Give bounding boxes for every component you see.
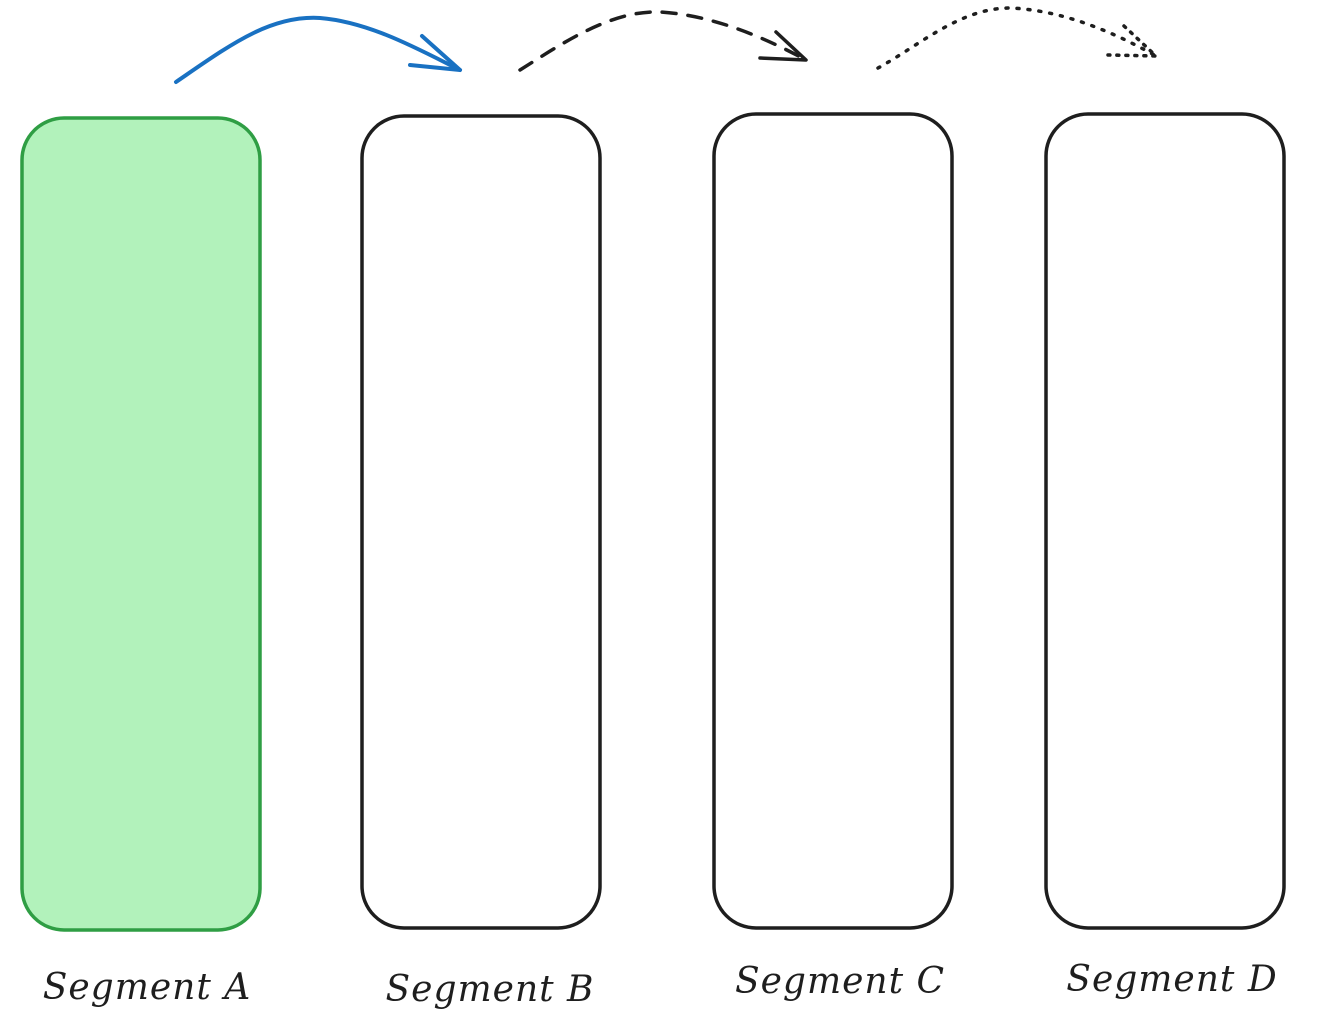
arrow-a-to-b[interactable] xyxy=(174,15,462,84)
segment-c-label: Segment C xyxy=(735,961,945,1002)
segment-a-label: Segment A xyxy=(43,967,252,1008)
segment-c-box[interactable] xyxy=(712,112,954,930)
segment-d-label: Segment D xyxy=(1066,959,1277,1000)
segment-a-box[interactable] xyxy=(20,116,262,932)
arrow-b-to-c[interactable] xyxy=(518,10,808,72)
segment-b-box[interactable] xyxy=(360,114,602,930)
arrow-c-to-d[interactable] xyxy=(876,6,1158,70)
segment-d-box[interactable] xyxy=(1044,112,1286,930)
segment-b-label: Segment B xyxy=(385,969,594,1010)
